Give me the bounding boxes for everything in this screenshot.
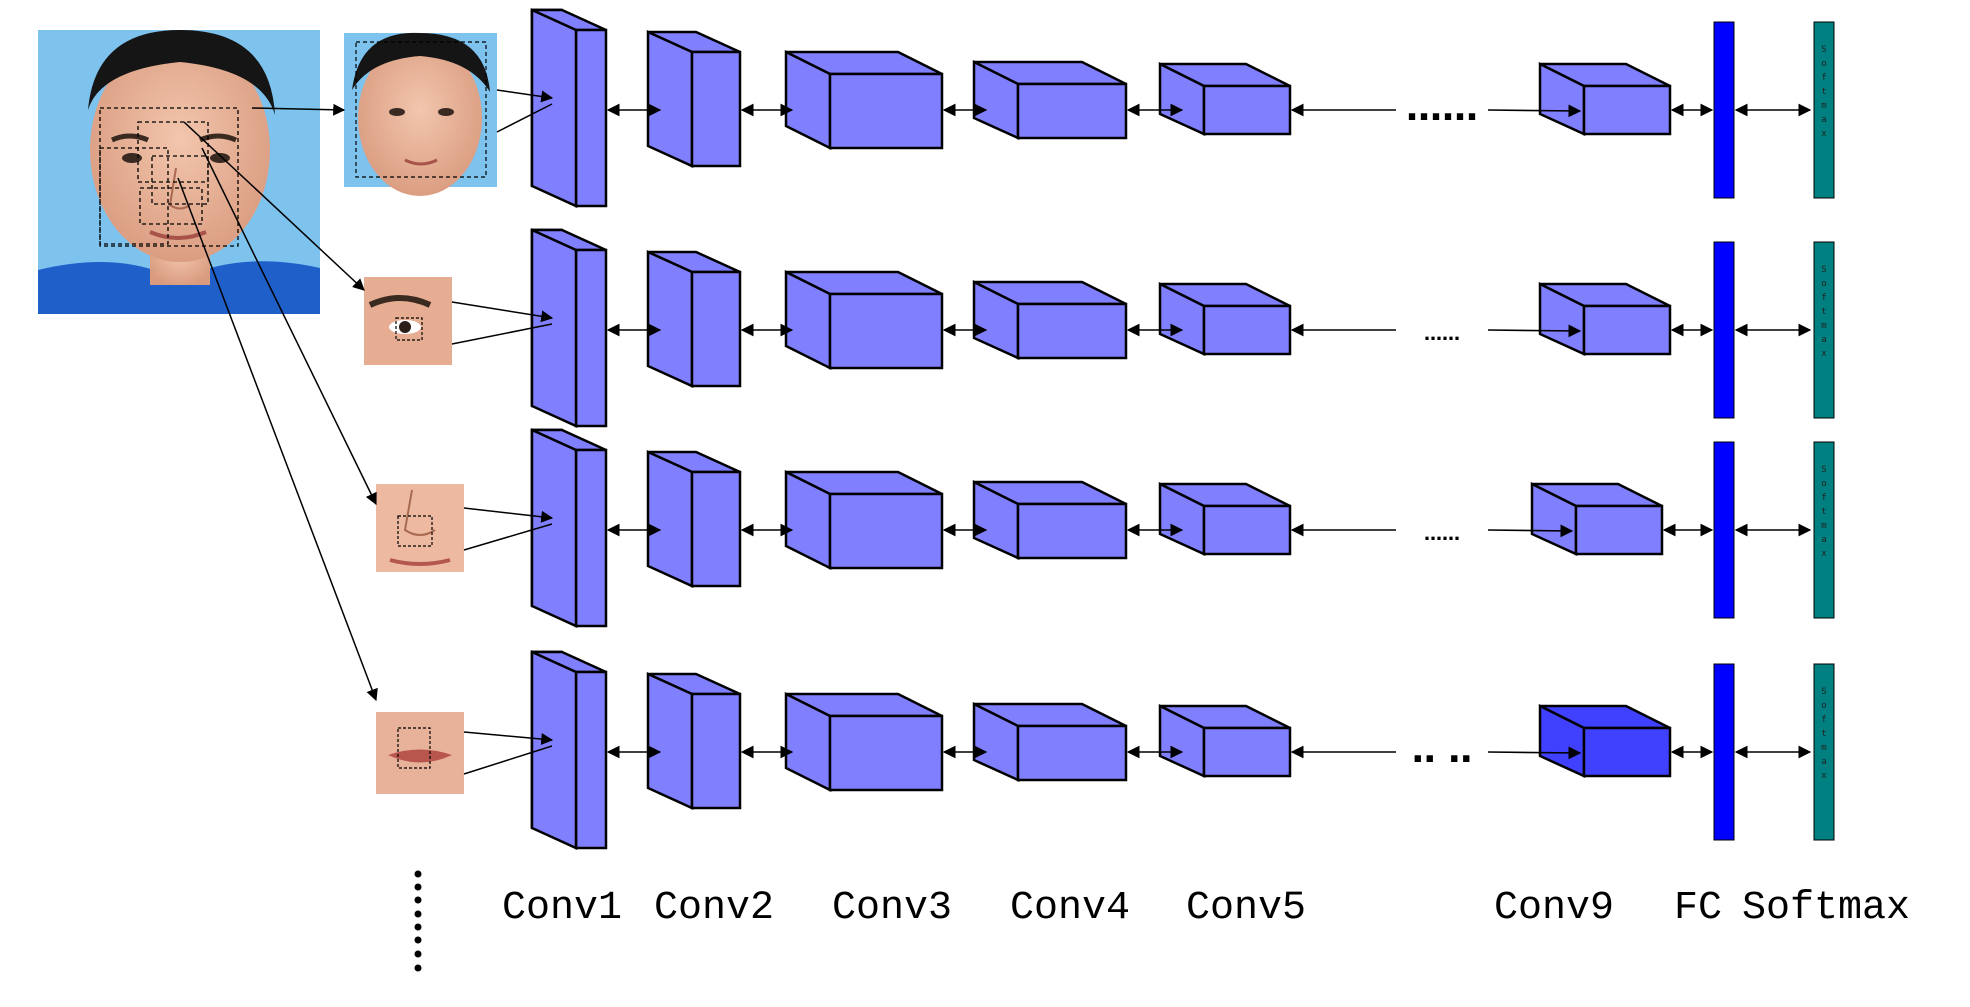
softmax-layer bbox=[1813, 21, 1835, 199]
fc-layer bbox=[1713, 441, 1735, 619]
softmax-layer-letter: o bbox=[1821, 701, 1826, 711]
softmax-layer-letter: m bbox=[1821, 521, 1826, 531]
conv5-block bbox=[1202, 304, 1292, 356]
softmax-layer-letter: m bbox=[1821, 101, 1826, 111]
softmax-layer-letter: S bbox=[1821, 687, 1826, 697]
softmax-layer-letter: S bbox=[1821, 465, 1826, 475]
label-conv5: Conv5 bbox=[1186, 886, 1306, 931]
conv5-block bbox=[1202, 84, 1292, 136]
conv4-block bbox=[1016, 724, 1128, 782]
conv3-block bbox=[828, 72, 944, 150]
softmax-layer-letter: o bbox=[1821, 479, 1826, 489]
softmax-layer-letter: a bbox=[1821, 335, 1826, 345]
crop-nose bbox=[376, 484, 464, 572]
crop-mouth bbox=[376, 712, 464, 794]
gap-ellipsis: …… bbox=[1406, 88, 1478, 129]
softmax-layer-letter: o bbox=[1821, 279, 1826, 289]
label-softmax: Softmax bbox=[1742, 886, 1910, 931]
label-conv9: Conv9 bbox=[1494, 886, 1614, 931]
softmax-layer-letter: m bbox=[1821, 743, 1826, 753]
softmax-layer-letter: t bbox=[1821, 87, 1826, 97]
softmax-layer-letter: f bbox=[1821, 493, 1826, 503]
softmax-layer bbox=[1813, 663, 1835, 841]
softmax-layer-letter: t bbox=[1821, 729, 1826, 739]
softmax-layer-letter: f bbox=[1821, 293, 1826, 303]
conv4-block bbox=[1016, 502, 1128, 560]
softmax-layer bbox=[1813, 441, 1835, 619]
conv9-block bbox=[1582, 84, 1672, 136]
label-conv1: Conv1 bbox=[502, 886, 622, 931]
conv3-block bbox=[828, 292, 944, 370]
label-conv2: Conv2 bbox=[654, 886, 774, 931]
label-fc: FC bbox=[1674, 886, 1722, 931]
softmax-layer-letter: a bbox=[1821, 757, 1826, 767]
conv9-block bbox=[1574, 504, 1664, 556]
conv3-block bbox=[828, 714, 944, 792]
softmax-layer-letter: t bbox=[1821, 307, 1826, 317]
fc-layer bbox=[1713, 663, 1735, 841]
conv9-block bbox=[1582, 304, 1672, 356]
softmax-layer-letter: x bbox=[1821, 771, 1827, 781]
softmax-layer-letter: a bbox=[1821, 115, 1826, 125]
softmax-layer-letter: a bbox=[1821, 535, 1826, 545]
softmax-layer bbox=[1813, 241, 1835, 419]
conv3-block bbox=[828, 492, 944, 570]
label-conv4: Conv4 bbox=[1010, 886, 1130, 931]
conv2-block bbox=[690, 692, 742, 810]
softmax-layer-letter: x bbox=[1821, 349, 1827, 359]
softmax-layer-letter: m bbox=[1821, 321, 1826, 331]
network-row-3: Softmax …… bbox=[463, 428, 1835, 628]
conv2-block bbox=[690, 470, 742, 588]
crop-eye bbox=[364, 277, 452, 365]
conv9-block bbox=[1582, 726, 1672, 778]
label-conv3: Conv3 bbox=[832, 886, 952, 931]
conv2-block bbox=[690, 270, 742, 388]
softmax-layer-letter: o bbox=[1821, 59, 1826, 69]
softmax-layer-letter: f bbox=[1821, 715, 1826, 725]
conv4-block bbox=[1016, 302, 1128, 360]
softmax-layer-letter: x bbox=[1821, 129, 1827, 139]
conv4-block bbox=[1016, 82, 1128, 140]
network-row-4: Softmax ‥ ‥ bbox=[463, 650, 1835, 850]
gap-ellipsis: …… bbox=[1424, 324, 1460, 345]
input-face-photo bbox=[38, 30, 320, 314]
fc-layer bbox=[1713, 241, 1735, 419]
softmax-layer-letter: x bbox=[1821, 549, 1827, 559]
softmax-layer-letter: f bbox=[1821, 73, 1826, 83]
network-row-2: Softmax …… bbox=[451, 228, 1835, 428]
softmax-layer-letter: S bbox=[1821, 265, 1826, 275]
conv2-block bbox=[690, 50, 742, 168]
softmax-layer-letter: S bbox=[1821, 45, 1826, 55]
conv5-block bbox=[1202, 726, 1292, 778]
conv5-block bbox=[1202, 504, 1292, 556]
more-rows-ellipsis bbox=[414, 870, 422, 972]
network-row-1: Softmax …… bbox=[496, 8, 1835, 208]
crop-arrows bbox=[177, 103, 378, 702]
fc-layer bbox=[1713, 21, 1735, 199]
gap-ellipsis: ‥ ‥ bbox=[1412, 730, 1473, 771]
layer-labels: Conv1 Conv2 Conv3 Conv4 Conv5 Conv9 FC S… bbox=[502, 886, 1910, 931]
softmax-layer-letter: t bbox=[1821, 507, 1826, 517]
gap-ellipsis: …… bbox=[1424, 524, 1460, 545]
crop-whole-face bbox=[344, 32, 497, 196]
